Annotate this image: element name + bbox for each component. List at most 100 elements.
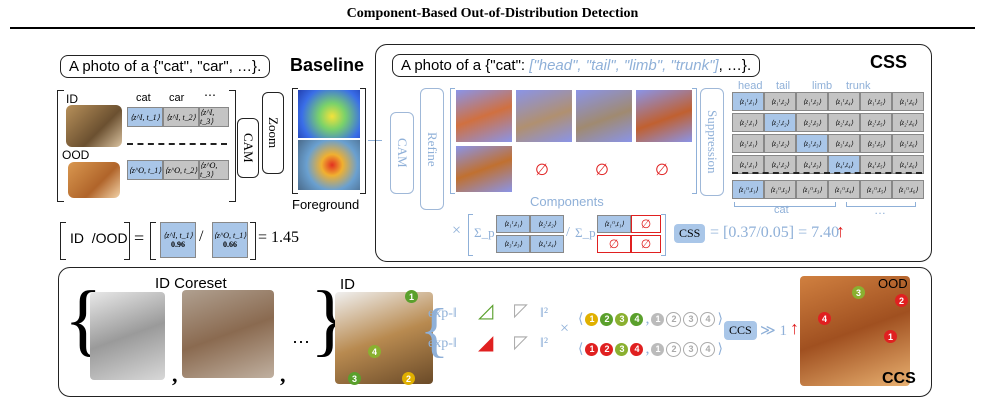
ccs-id-cat-image: [335, 292, 433, 384]
foreground-label: Foreground: [292, 197, 360, 212]
ellipsis-label: …: [874, 203, 886, 217]
formula-bracket-r1: [124, 222, 130, 260]
col-trunk: trunk: [846, 80, 871, 92]
css-grid-cell: ⟨z₁ᴵ,t₅⟩: [860, 92, 892, 111]
keypoint-2: 2: [402, 372, 415, 385]
coreset-ellipsis: ⋯: [292, 332, 310, 352]
col-tail: tail: [776, 80, 791, 92]
baseline-cam-box: CAM: [237, 118, 259, 178]
css-grid-cell: ⟨z₃ᴵ,t₁⟩: [732, 134, 764, 153]
css-tag: CSS: [674, 224, 706, 243]
col-head: head: [738, 80, 763, 92]
keypoint-badge-gray: 2: [666, 341, 682, 357]
css-grid-cell: ⟨z₁ᴼ,t₂⟩: [764, 180, 796, 199]
col-car: car: [169, 92, 185, 104]
formula-ood-value: 0.66: [223, 240, 237, 249]
formula-id-ood: ID /OOD: [70, 230, 128, 246]
css-formula-ood-cell: ⟨z₁ᴼ,t₁⟩: [597, 215, 631, 233]
css-formula-cell: ⟨z₂ᴵ,t₂⟩: [530, 215, 564, 233]
css-panel: [375, 44, 932, 262]
css-cam-box: CAM: [390, 112, 414, 194]
ccs-ood-keypoint-row: ⟨ 1 2 3 4 , 1 2 3 4 ⟩: [578, 340, 723, 357]
css-grid-cell: ⟨z₁ᴵ,t₄⟩: [828, 92, 860, 111]
ccs-gt: ≫ 1: [760, 323, 787, 339]
css-label: CSS: [870, 52, 908, 72]
css-grid-cell: ⟨z₃ᴵ,t₅⟩: [860, 134, 892, 153]
baseline-id-cell: ⟨z^I, t_1⟩: [127, 107, 163, 127]
baseline-bracket-right: [229, 90, 236, 202]
foreground-heatmap-ood: [298, 140, 360, 190]
css-grid-cell: ⟨z₂ᴵ,t₆⟩: [892, 113, 924, 132]
ood-keypoint-4: 4: [818, 312, 831, 325]
css-formula-cell: ⟨z₄ᴵ,t₄⟩: [530, 235, 564, 253]
empty-set-2: ∅: [595, 162, 609, 179]
css-times: ×: [452, 222, 462, 239]
coreset-cat-image-1: [90, 292, 165, 380]
id-label: ID: [66, 92, 78, 106]
keypoint-badge-gray: 4: [700, 341, 716, 357]
id-cat-image: [66, 105, 122, 147]
component-image-ood: [456, 146, 512, 192]
css-grid-cell: ⟨z₂ᴵ,t₅⟩: [860, 113, 892, 132]
cat-brace: [734, 202, 836, 207]
css-grid-cell: ⟨z₃ᴵ,t₃⟩: [796, 134, 828, 153]
css-formula-bracket-l: [468, 214, 473, 256]
css-grid-cell: ⟨z₂ᴵ,t₃⟩: [796, 113, 828, 132]
coreset-cat-image-2: [182, 290, 274, 378]
css-formula-bracket-r: [661, 214, 666, 256]
keypoint-badge-2: 2: [600, 342, 614, 356]
css-grid-cell: ⟨z₃ᴵ,t₆⟩: [892, 134, 924, 153]
css-grid-cell: ⟨z₁ᴵ,t₁⟩: [732, 92, 764, 111]
css-result: = [0.37/0.05] = 7.40: [710, 224, 840, 241]
ood-keypoint-3: 3: [852, 286, 865, 299]
col-limb: limb: [812, 80, 833, 92]
css-prompt-parts: ["head", "tail", "limb", "trunk"]: [529, 57, 719, 74]
baseline-ood-cell: ⟨z^O, t_3⟩: [199, 160, 229, 180]
ccs-triangle-gray-2: ◸: [514, 332, 528, 352]
keypoint-badge-gray: 4: [700, 311, 716, 327]
formula-id-cell-expr: ⟨z^I, t_1⟩: [163, 231, 193, 240]
keypoint-3: 3: [348, 372, 361, 385]
baseline-cam-label: CAM: [241, 133, 256, 163]
css-prompt-end: , …}.: [718, 57, 752, 74]
baseline-ood-cell: ⟨z^O, t_1⟩: [127, 160, 163, 180]
keypoint-badge-gray: 1: [651, 342, 665, 356]
baseline-id-cell: ⟨z^I, t_2⟩: [163, 107, 199, 127]
css-grid-cell: ⟨z₁ᴼ,t₃⟩: [796, 180, 828, 199]
css-prompt: A photo of a {"cat": ["head", "tail", "l…: [392, 54, 761, 77]
col-more: ⋯: [204, 88, 216, 102]
css-grid-cell: ⟨z₄ᴵ,t₁⟩: [732, 155, 764, 174]
ccs-norm-2: ‖²: [540, 336, 549, 351]
css-grid-cell: ⟨z₃ᴵ,t₄⟩: [828, 134, 860, 153]
ccs-triangle-red: ◢: [478, 332, 494, 354]
ccs-exp-1: exp-‖: [428, 306, 457, 321]
ccs-ood-label: OOD: [878, 276, 908, 291]
ccs-label: CCS: [882, 370, 916, 387]
css-up-arrow: ↑: [836, 221, 845, 241]
formula-bracket-r2: [250, 222, 256, 260]
css-grid-cell: ⟨z₁ᴵ,t₆⟩: [892, 92, 924, 111]
keypoint-4: 4: [368, 345, 381, 358]
ccs-exp-2: exp-‖: [428, 336, 457, 351]
coreset-label: ID Coreset: [155, 275, 227, 292]
foreground-bracket-right: [360, 88, 366, 194]
css-formula-empty: ∅: [597, 235, 631, 253]
css-formula-cell: ⟨z₁ᴵ,t₁⟩: [496, 215, 530, 233]
title-rule: [10, 27, 975, 29]
formula-bracket-l1: [60, 222, 66, 260]
css-grid-cell: ⟨z₁ᴵ,t₂⟩: [764, 92, 796, 111]
css-sum-1: Σ_p: [474, 225, 495, 240]
ccs-norm-1: ‖²: [540, 306, 549, 321]
css-grid-cell: ⟨z₃ᴵ,t₂⟩: [764, 134, 796, 153]
formula-bracket-l2: [150, 222, 156, 260]
keypoint-badge-gray: 2: [666, 311, 682, 327]
baseline-ood-cell: ⟨z^O, t_2⟩: [163, 160, 199, 180]
css-cam-label: CAM: [395, 138, 410, 168]
ood-label: OOD: [62, 148, 90, 162]
foreground-bracket-left: [292, 88, 298, 194]
css-formula-empty: ∅: [631, 235, 661, 253]
css-grid-cell: ⟨z₂ᴵ,t₂⟩: [764, 113, 796, 132]
coreset-comma: ,: [172, 362, 178, 387]
keypoint-badge-1: 1: [585, 312, 599, 326]
keypoint-badge-gray: 3: [683, 311, 699, 327]
